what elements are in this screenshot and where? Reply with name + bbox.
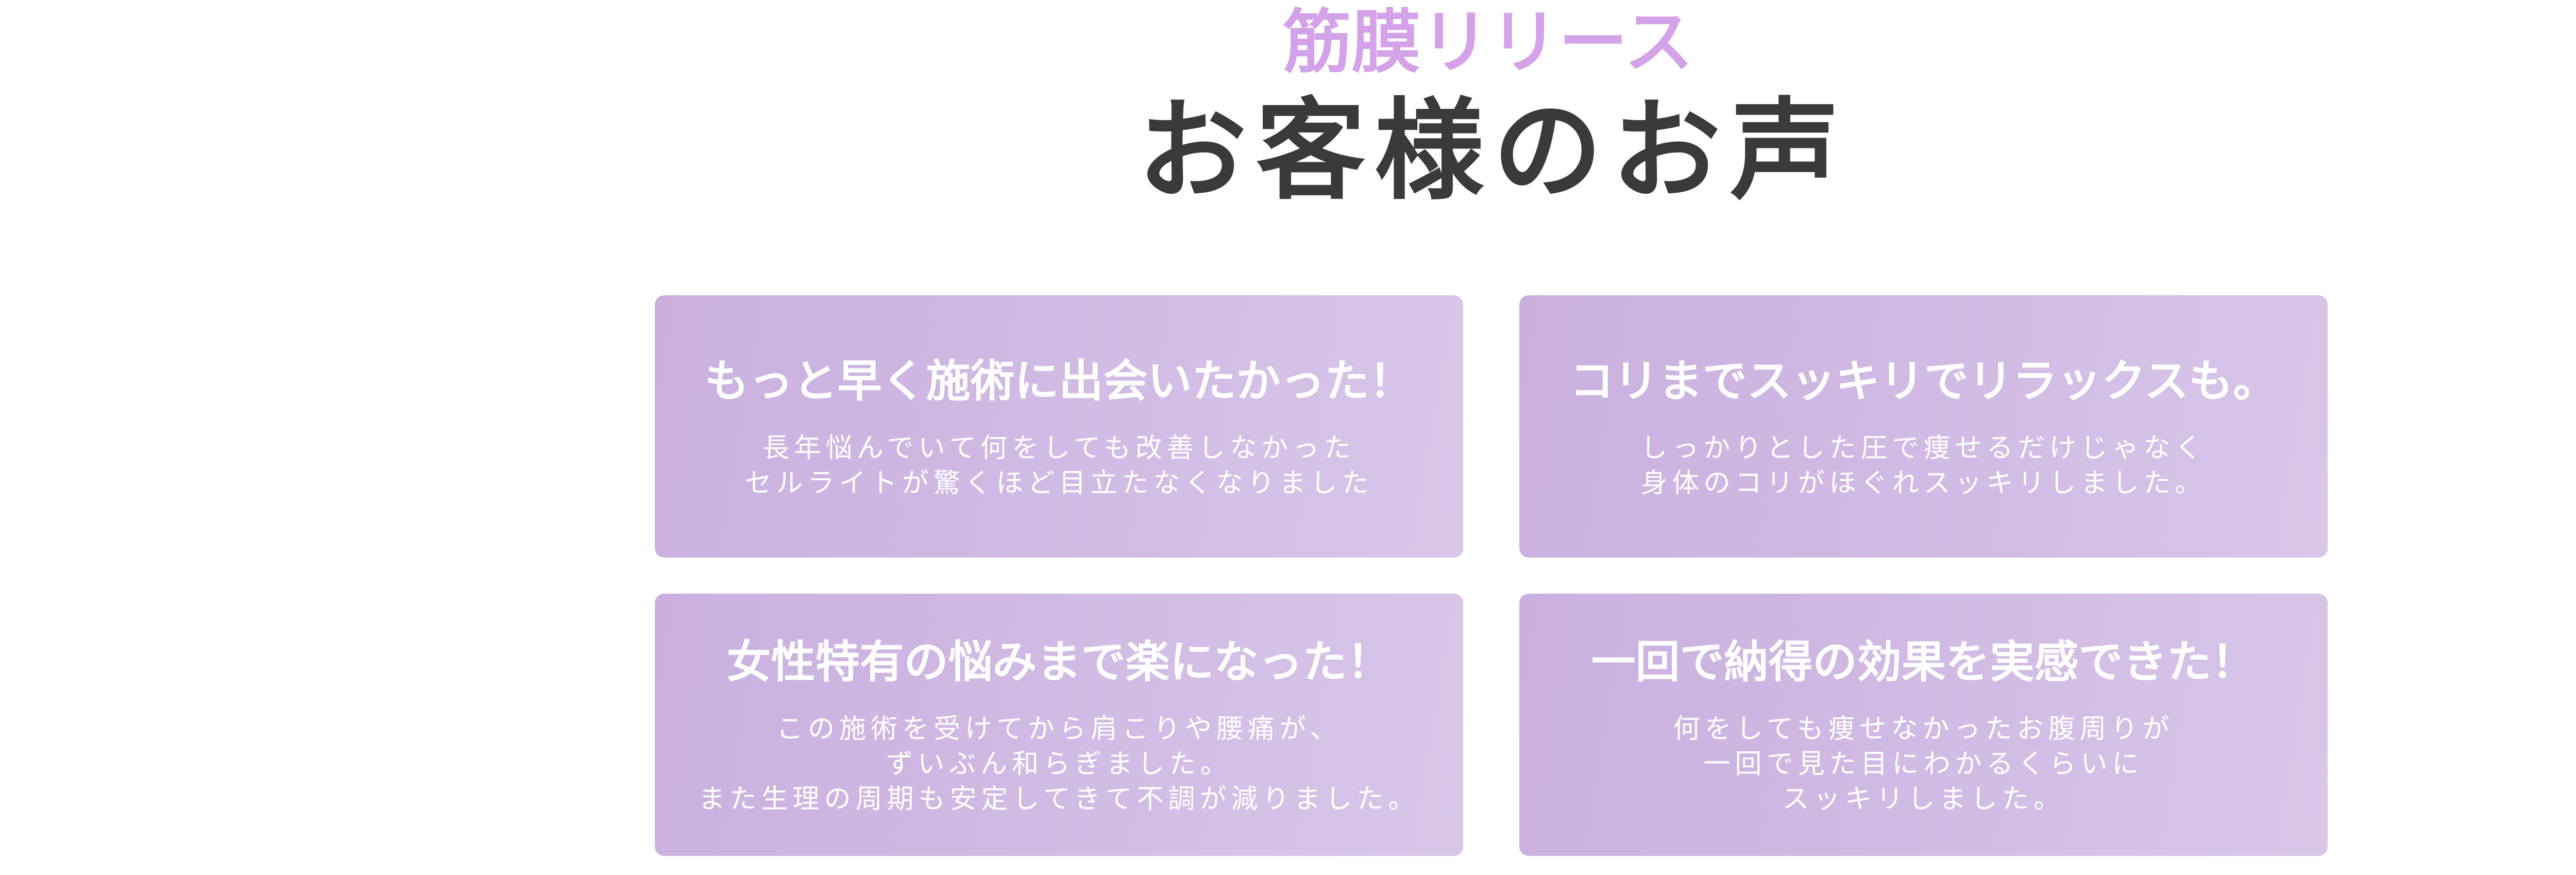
- testimonial-body-line: この施術を受けてから肩こりや腰痛が、: [776, 713, 1342, 745]
- section-title: お客様のお声: [1138, 87, 1849, 214]
- testimonial-body: 長年悩んでいて何をしても改善しなかった セルライトが驚くほど目立たなくなりました: [744, 431, 1373, 501]
- testimonial-body-line: 一回で見た目にわかるくらいに: [1703, 748, 2144, 780]
- testimonial-body: この施術を受けてから肩こりや腰痛が、 ずいぶん和らぎました。 また生理の周期も安…: [699, 712, 1420, 817]
- testimonial-body: 何をしても痩せなかったお腹周りが 一回で見た目にわかるくらいに スッキリしました…: [1673, 712, 2174, 817]
- testimonial-heading: 女性特有の悩みまで楽になった！: [726, 636, 1392, 688]
- testimonial-body-line: ずいぶん和らぎました。: [886, 748, 1232, 780]
- testimonial-heading: もっと早く施術に出会いたかった！: [704, 355, 1414, 407]
- section-subtitle: 筋膜リリース: [1282, 2, 1693, 82]
- testimonial-body-line: また生理の周期も安定してきて不調が減りました。: [698, 783, 1420, 815]
- testimonial-body-line: 何をしても痩せなかったお腹周りが: [1673, 713, 2174, 745]
- testimonial-body-line: スッキリしました。: [1782, 783, 2065, 815]
- testimonial-body-line: しっかりとした圧で痩せるだけじゃなく: [1640, 432, 2207, 464]
- testimonial-body-line: 身体のコリがほぐれスッキリしました。: [1640, 467, 2207, 499]
- testimonial-body-line: セルライトが驚くほど目立たなくなりました: [744, 467, 1374, 499]
- testimonial-heading: コリまでスッキリでリラックスも。: [1569, 355, 2278, 407]
- testimonial-card: もっと早く施術に出会いたかった！ 長年悩んでいて何をしても改善しなかった セルラ…: [655, 295, 1463, 558]
- testimonial-body: しっかりとした圧で痩せるだけじゃなく 身体のコリがほぐれスッキリしました。: [1640, 431, 2206, 501]
- testimonial-body-line: 長年悩んでいて何をしても改善しなかった: [762, 432, 1355, 464]
- testimonial-card: 一回で納得の効果を実感できた！ 何をしても痩せなかったお腹周りが 一回で見た目に…: [1519, 594, 2328, 856]
- testimonial-card: コリまでスッキリでリラックスも。 しっかりとした圧で痩せるだけじゃなく 身体のコ…: [1519, 295, 2328, 558]
- testimonial-heading: 一回で納得の効果を実感できた！: [1591, 636, 2256, 688]
- testimonial-card: 女性特有の悩みまで楽になった！ この施術を受けてから肩こりや腰痛が、 ずいぶん和…: [655, 594, 1463, 856]
